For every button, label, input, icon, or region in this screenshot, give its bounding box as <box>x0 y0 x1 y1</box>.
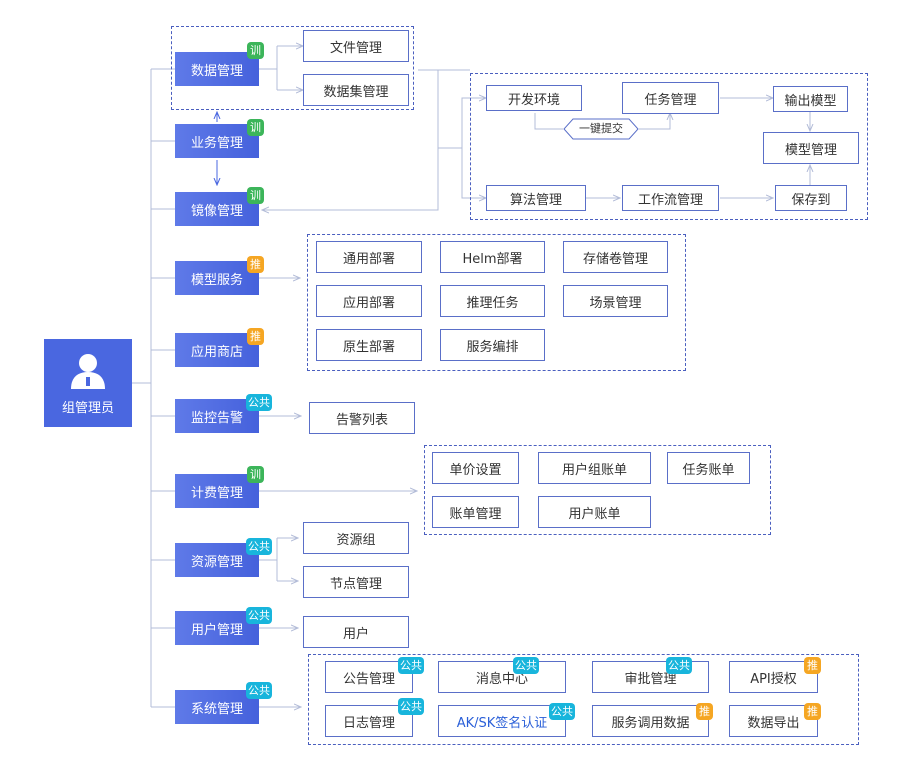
hexagon-shape <box>563 118 639 140</box>
train-badge: 训 <box>247 42 264 59</box>
recommend-badge: 推 <box>804 657 821 674</box>
inference-task-node[interactable]: 推理任务 <box>440 285 545 317</box>
category-system[interactable]: 系统管理 <box>175 690 259 724</box>
recommend-badge: 推 <box>696 703 713 720</box>
category-app-store[interactable]: 应用商店 <box>175 333 259 367</box>
scenario-mgmt-node[interactable]: 场景管理 <box>563 285 668 317</box>
category-label: 系统管理 <box>190 701 243 717</box>
bill-mgmt-node[interactable]: 账单管理 <box>432 496 519 528</box>
one-click-label: 一键提交 <box>579 122 623 135</box>
task-bill-node[interactable]: 任务账单 <box>667 452 750 484</box>
billing-group <box>424 445 771 535</box>
output-model-node[interactable]: 输出模型 <box>773 86 848 112</box>
category-business-mgmt[interactable]: 业务管理 <box>175 124 259 158</box>
public-badge: 公共 <box>246 682 272 699</box>
public-badge: 公共 <box>246 607 272 624</box>
category-monitor-alert[interactable]: 监控告警 <box>175 399 259 433</box>
workflow-group <box>470 73 868 220</box>
storage-volume-node[interactable]: 存储卷管理 <box>563 241 668 273</box>
model-service-group <box>307 234 686 371</box>
one-click-submit-node[interactable]: 一键提交 <box>563 118 639 140</box>
root-label: 组管理员 <box>61 400 114 416</box>
task-mgmt-node[interactable]: 任务管理 <box>622 82 719 114</box>
category-label: 应用商店 <box>190 344 243 360</box>
category-label: 模型服务 <box>190 272 243 288</box>
native-deploy-node[interactable]: 原生部署 <box>316 329 422 361</box>
train-badge: 训 <box>247 187 264 204</box>
system-group <box>308 654 859 745</box>
message-center-node[interactable]: 消息中心 <box>438 661 566 693</box>
category-label: 用户管理 <box>190 622 243 638</box>
public-badge: 公共 <box>398 657 424 674</box>
helm-deploy-node[interactable]: Helm部署 <box>440 241 545 273</box>
data-mgmt-group <box>171 26 414 110</box>
log-mgmt-node[interactable]: 日志管理 <box>325 705 413 737</box>
aksk-auth-node[interactable]: AK/SK签名认证 <box>438 705 566 737</box>
recommend-badge: 推 <box>247 328 264 345</box>
node-mgmt-node[interactable]: 节点管理 <box>303 566 409 598</box>
recommend-badge: 推 <box>804 703 821 720</box>
category-model-service[interactable]: 模型服务 <box>175 261 259 295</box>
user-node[interactable]: 用户 <box>303 616 409 648</box>
category-label: 业务管理 <box>190 135 243 151</box>
dev-env-node[interactable]: 开发环境 <box>486 85 582 111</box>
file-mgmt-node[interactable]: 文件管理 <box>303 30 409 62</box>
alert-list-node[interactable]: 告警列表 <box>309 402 415 434</box>
category-label: 监控告警 <box>190 410 243 426</box>
user-bill-node[interactable]: 用户账单 <box>538 496 651 528</box>
public-badge: 公共 <box>666 657 692 674</box>
model-mgmt-node[interactable]: 模型管理 <box>763 132 859 164</box>
workflow-mgmt-node[interactable]: 工作流管理 <box>622 185 719 211</box>
unit-price-node[interactable]: 单价设置 <box>432 452 519 484</box>
category-label: 镜像管理 <box>190 203 243 219</box>
category-resource[interactable]: 资源管理 <box>175 543 259 577</box>
public-badge: 公共 <box>549 703 575 720</box>
category-data-mgmt[interactable]: 数据管理 <box>175 52 259 86</box>
algorithm-mgmt-node[interactable]: 算法管理 <box>486 185 586 211</box>
service-orchestration-node[interactable]: 服务编排 <box>440 329 545 361</box>
api-auth-node[interactable]: API授权 <box>729 661 818 693</box>
resource-group-node[interactable]: 资源组 <box>303 522 409 554</box>
category-image-mgmt[interactable]: 镜像管理 <box>175 192 259 226</box>
group-bill-node[interactable]: 用户组账单 <box>538 452 651 484</box>
save-to-node[interactable]: 保存到 <box>775 185 847 211</box>
public-badge: 公共 <box>246 394 272 411</box>
data-export-node[interactable]: 数据导出 <box>729 705 818 737</box>
category-user[interactable]: 用户管理 <box>175 611 259 645</box>
category-label: 资源管理 <box>190 554 243 570</box>
public-badge: 公共 <box>513 657 539 674</box>
train-badge: 训 <box>247 466 264 483</box>
app-deploy-node[interactable]: 应用部署 <box>316 285 422 317</box>
category-billing[interactable]: 计费管理 <box>175 474 259 508</box>
group-admin-node[interactable]: 组管理员 <box>44 339 132 427</box>
train-badge: 训 <box>247 119 264 136</box>
general-deploy-node[interactable]: 通用部署 <box>316 241 422 273</box>
category-label: 数据管理 <box>190 63 243 79</box>
category-label: 计费管理 <box>190 485 243 501</box>
public-badge: 公共 <box>246 538 272 555</box>
public-badge: 公共 <box>398 698 424 715</box>
user-icon <box>71 353 105 389</box>
announcement-node[interactable]: 公告管理 <box>325 661 413 693</box>
recommend-badge: 推 <box>247 256 264 273</box>
service-call-data-node[interactable]: 服务调用数据 <box>592 705 709 737</box>
dataset-mgmt-node[interactable]: 数据集管理 <box>303 74 409 106</box>
